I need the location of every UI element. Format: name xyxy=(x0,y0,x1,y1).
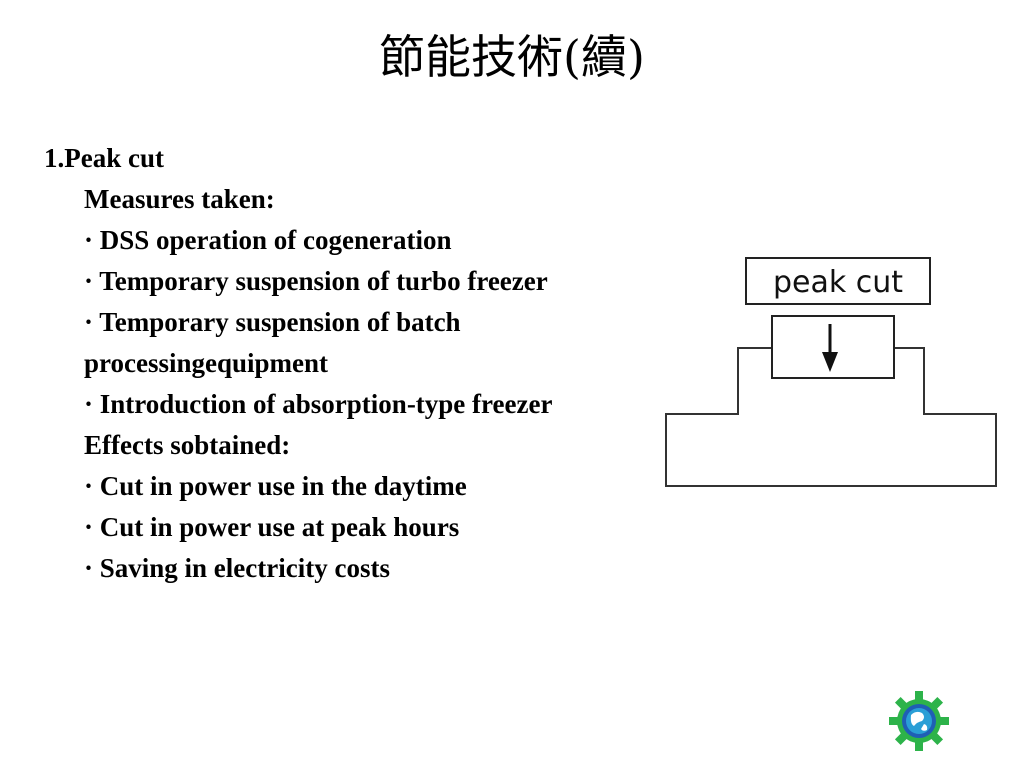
effects-label: Effects sobtained: xyxy=(84,430,291,460)
effect-item: · Saving in electricity costs xyxy=(84,553,390,583)
down-arrow-icon xyxy=(822,324,838,372)
slide-body: 1.Peak cut Measures taken: · DSS operati… xyxy=(44,138,662,608)
measure-item: · Temporary suspension of batch xyxy=(84,307,461,337)
measure-item: · Introduction of absorption-type freeze… xyxy=(84,389,553,419)
effect-item: · Cut in power use at peak hours xyxy=(84,512,460,542)
measure-item: · Temporary suspension of turbo freezer xyxy=(84,266,548,296)
measure-item: · DSS operation of cogeneration xyxy=(84,225,452,255)
effect-item: · Cut in power use in the daytime xyxy=(84,471,467,501)
slide-title: 節能技術(續) xyxy=(379,30,645,84)
peak-block xyxy=(771,315,895,379)
peak-cut-label: peak cut xyxy=(773,265,903,300)
section-heading: 1.Peak cut xyxy=(44,143,164,173)
measures-label: Measures taken: xyxy=(84,184,275,214)
measure-item-continuation: processingequipment xyxy=(84,348,329,378)
peak-cut-diagram: peak cut xyxy=(662,240,1002,500)
gear-globe-logo xyxy=(886,688,952,754)
peak-cut-label-box xyxy=(745,257,931,305)
